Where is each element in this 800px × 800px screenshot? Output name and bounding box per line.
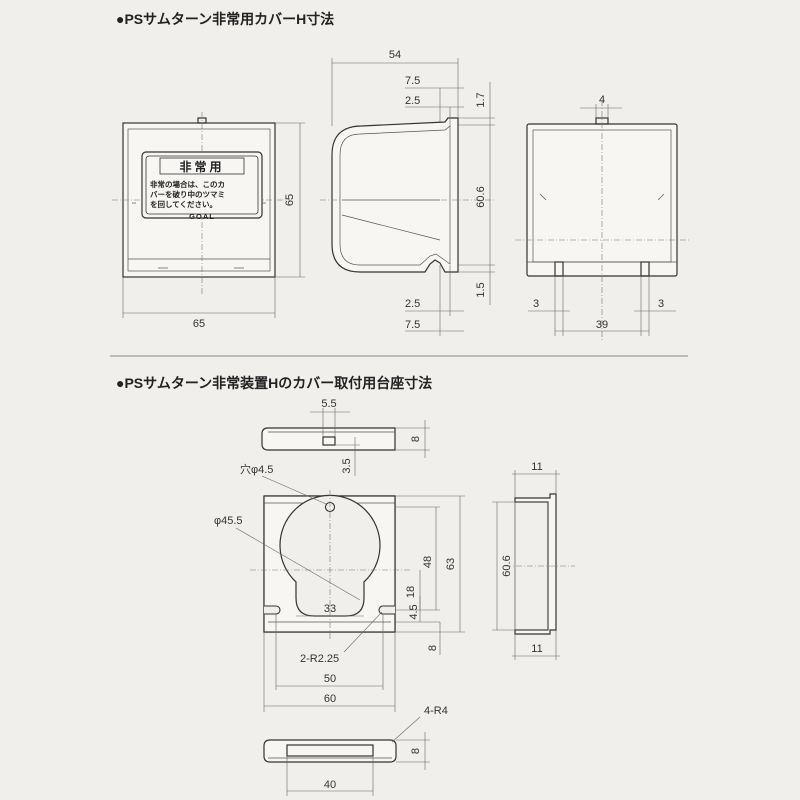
base-bottom-view: 4-R4 8 40	[263, 705, 448, 796]
dim-bottom-h: 8	[410, 748, 422, 754]
radius-label: 2-R2.25	[300, 653, 339, 665]
dim-tab: 4	[599, 94, 605, 106]
cover-top-view: 4 3 3 39	[515, 94, 690, 340]
hole-leader	[261, 475, 327, 505]
circle-label: φ45.5	[214, 515, 243, 527]
dim-4-5: 4.5	[408, 604, 420, 619]
base-side-profile	[514, 493, 557, 635]
cover-side-rib-diagonal	[341, 214, 441, 241]
base-bottom-outline	[263, 739, 397, 763]
cover-top-foot-left	[554, 261, 564, 277]
dim-left: 3	[533, 298, 539, 310]
emergency-label-title: 非常用	[179, 159, 224, 174]
dim-right: 3	[658, 298, 664, 310]
cover-side-view: 54 7.5 2.5 1.7 60.6 1.5 2.5 7.5	[320, 49, 495, 336]
cover-top-corner-left	[539, 193, 547, 201]
dim-8: 8	[427, 645, 439, 651]
base-side-inner	[514, 501, 549, 631]
dim-top-inner: 2.5	[405, 95, 420, 107]
base-side-view: 11 11 60.6	[492, 461, 575, 660]
dim-side-h: 60.6	[501, 555, 513, 576]
base-top-slot	[322, 436, 336, 446]
dim-50: 50	[324, 673, 336, 685]
dim-bottom-outer: 7.5	[405, 319, 420, 331]
dim-top-outer: 7.5	[405, 75, 420, 87]
dim-side-depth: 54	[389, 49, 401, 61]
cover-side-inner-profile	[339, 125, 451, 266]
dim-side-top: 11	[531, 461, 542, 473]
emergency-label-brand: GOAL	[189, 212, 215, 221]
base-front-view: 穴φ4.5 φ45.5 33 2-R2.25 63 48 18 4.5 8 50…	[214, 462, 465, 712]
dim-slot-w: 5.5	[321, 398, 336, 410]
dim-top-thick: 1.7	[475, 92, 487, 107]
radius-leader	[343, 611, 383, 653]
emergency-label-inner-frame	[145, 155, 259, 215]
cover-front-view: 非常用 非常の場合は、このカ バーを破り中のツマミ を回してください。 GOAL…	[112, 112, 305, 330]
dim-60: 60	[324, 693, 336, 705]
cover-top-foot-right	[640, 261, 650, 277]
dim-33: 33	[324, 603, 336, 615]
dim-18: 18	[405, 586, 417, 598]
dim-side-bottom: 11	[531, 643, 542, 655]
bottom-radius-leader	[391, 716, 421, 743]
emergency-label-line-3: を回してください。	[150, 200, 217, 209]
base-bottom-recess	[286, 744, 374, 757]
dim-bottom-thick: 1.5	[475, 282, 487, 297]
circle-leader	[235, 527, 361, 601]
dim-span: 39	[596, 319, 608, 331]
emergency-label-title-box	[159, 157, 245, 175]
base-top-view: 5.5 8 3.5	[261, 398, 430, 476]
bottom-radius-label: 4-R4	[424, 705, 448, 717]
dim-bottom-inner: 2.5	[405, 298, 420, 310]
dim-front-width: 65	[193, 318, 205, 330]
cover-top-corner-right	[657, 193, 665, 201]
hole-label: 穴φ4.5	[240, 462, 273, 476]
emergency-label-line-1: 非常の場合は、このカ	[150, 179, 225, 189]
base-slot-left	[264, 605, 281, 615]
dim-front-height: 65	[284, 194, 296, 206]
dim-48: 48	[422, 556, 434, 568]
section-2-title: ●PSサムターン非常装置Hのカバー取付用台座寸法	[116, 375, 432, 391]
dim-base-top-h: 8	[410, 436, 422, 442]
dim-63: 63	[445, 558, 457, 570]
cover-side-profile	[331, 117, 459, 273]
dim-side-height: 60.6	[475, 186, 487, 207]
dim-slot-d: 3.5	[341, 458, 353, 473]
section-1-title: ●PSサムターン非常用カバーH寸法	[116, 11, 334, 27]
dim-bottom-w: 40	[324, 779, 336, 791]
emergency-label-line-2: バーを破り中のツマミ	[150, 189, 225, 199]
base-top-outline	[261, 427, 396, 451]
